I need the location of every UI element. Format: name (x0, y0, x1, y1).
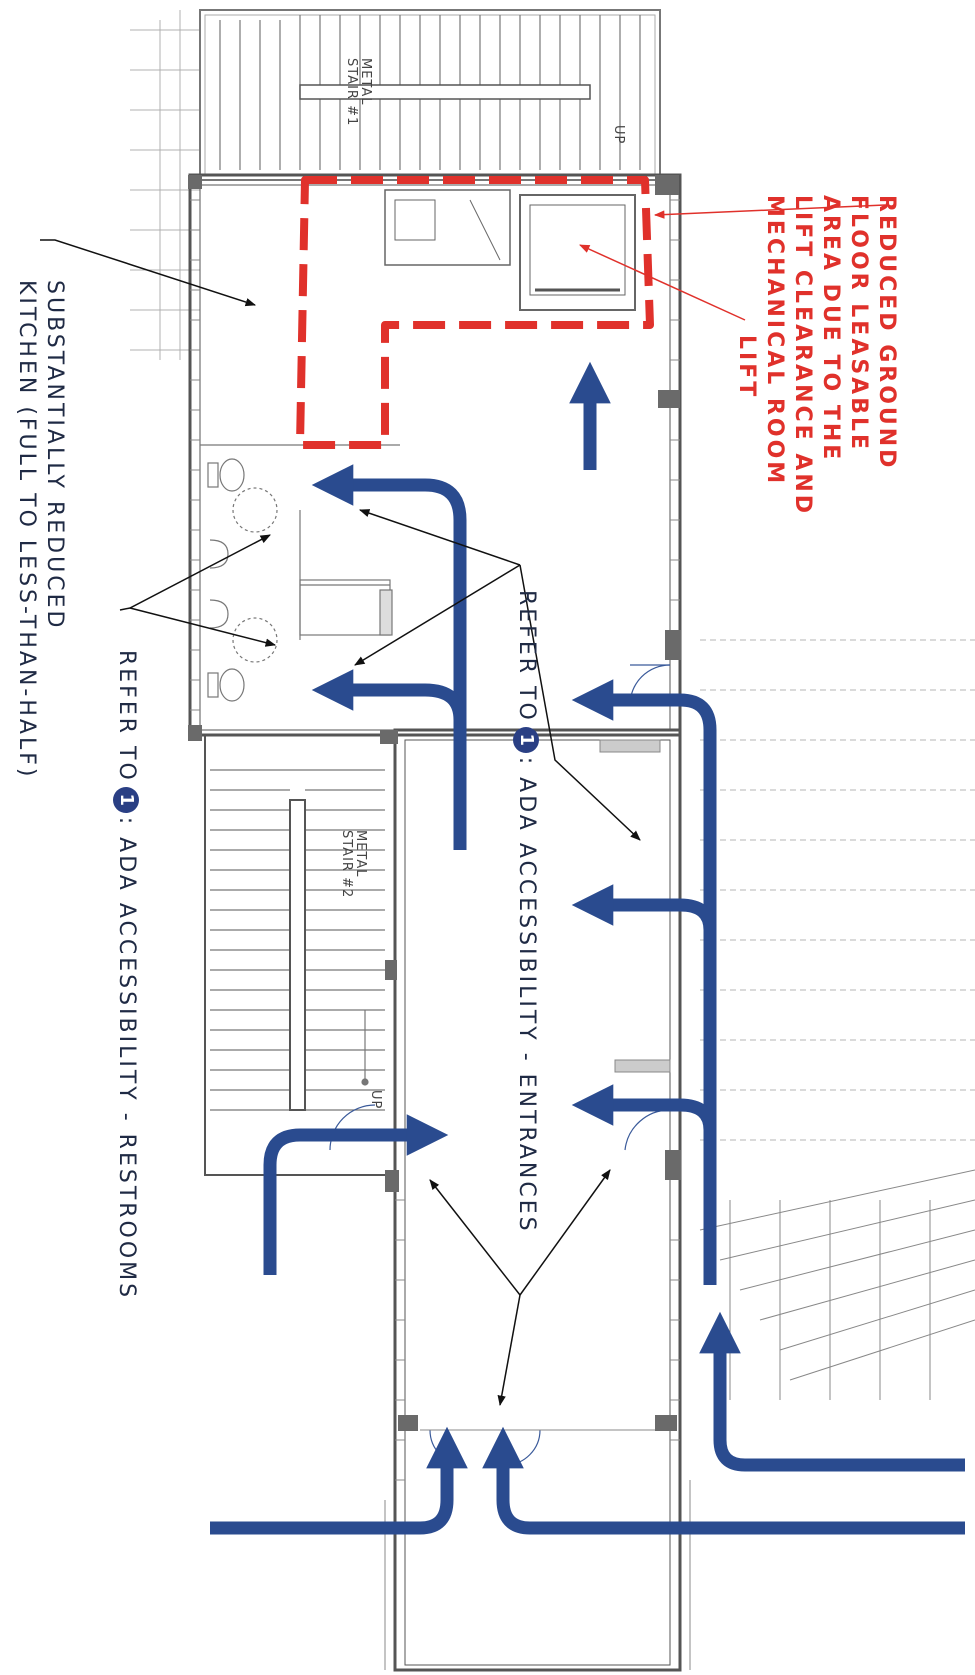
entrance-leader-5 (519, 1169, 611, 1296)
route-front-left (210, 1426, 468, 1535)
restrooms-refer-text: REFER TO (114, 650, 139, 783)
entrances-refer-text: REFER TO (514, 590, 539, 723)
red-leader-lines (579, 204, 886, 321)
entrance-leader-2 (354, 564, 521, 666)
restrooms-callout: REFER TO 1 : ADA ACCESSIBILITY - RESTROOMS (112, 650, 140, 1300)
entrances-ref-title: : ADA ACCESSIBILITY - ENTRANCES (514, 756, 539, 1234)
stair-1-up-label: UP (611, 125, 626, 145)
route-east-entry (571, 679, 717, 1285)
stair-2-line-2: STAIR #2 (339, 830, 354, 899)
route-main-corridor (311, 464, 467, 850)
stair-1-line-1: METAL (358, 58, 373, 106)
stair-2-up-label: UP (368, 1090, 383, 1110)
stair-2-label: METAL STAIR #2 (339, 830, 368, 899)
kitchen-line-2: KITCHEN (FULL TO LESS-THAN-HALF) (14, 280, 39, 780)
restroom-leader-2 (129, 607, 277, 647)
wall-hatching (190, 199, 680, 1481)
stair-1-label: METAL STAIR #1 (344, 58, 373, 127)
leader-lines (40, 239, 641, 1407)
entry-vestibule (384, 739, 691, 1670)
entrance-leader-6 (497, 1294, 521, 1407)
restroom-leader-1 (119, 534, 271, 611)
reduced-area-line-5: MECHANICAL ROOM (762, 195, 787, 487)
exterior-paving-right (700, 639, 975, 1141)
entrances-callout: REFER TO 1 : ADA ACCESSIBILITY - ENTRANCES (512, 590, 540, 1234)
lift-callout: LIFT (732, 335, 760, 399)
route-front-right (482, 1426, 965, 1535)
entrance-leader-3 (519, 564, 641, 841)
exterior-paving-left (130, 10, 200, 360)
reduced-area-line-2: FLOOR LEASABLE (846, 195, 871, 453)
entrances-ref-badge: 1 (513, 726, 539, 753)
route-east-door-2 (571, 884, 717, 931)
reduced-area-leader (653, 204, 886, 219)
reduced-area-highlight (296, 176, 654, 449)
kitchen-leader (40, 239, 256, 307)
route-stair2-door (263, 1114, 449, 1275)
restroom-block (200, 444, 400, 702)
reduced-area-line-4: LIFT CLEARANCE AND (790, 195, 815, 517)
accessible-routes (210, 361, 965, 1535)
entrance-leader-4 (429, 1179, 521, 1296)
restrooms-ref-badge: 1 (113, 786, 139, 813)
kitchen-line-1: SUBSTANTIALLY REDUCED (42, 280, 67, 631)
kitchen-callout: SUBSTANTIALLY REDUCED KITCHEN (FULL TO L… (12, 280, 68, 779)
stair-2-line-1: METAL (353, 830, 368, 878)
route-restroom-2 (311, 669, 467, 721)
route-east-door-3 (571, 1084, 717, 1131)
reduced-area-line-3: AREA DUE TO THE (818, 195, 843, 463)
stair-1-block (199, 9, 661, 181)
stair-2-block (210, 769, 385, 1111)
building-walls (188, 173, 682, 1672)
lift-label: LIFT (734, 335, 759, 400)
lift-mechanical-room (384, 189, 636, 311)
route-side-ramp (699, 1311, 965, 1472)
lift-leader (579, 244, 746, 321)
stair-1-line-2: STAIR #1 (344, 58, 359, 127)
restrooms-ref-title: : ADA ACCESSIBILITY - RESTROOMS (114, 816, 139, 1301)
entrance-leader-1 (359, 509, 521, 566)
reduced-area-callout: REDUCED GROUND FLOOR LEASABLE AREA DUE T… (760, 195, 900, 516)
exterior-steps-right (699, 1169, 975, 1400)
structural-columns (188, 175, 681, 1431)
reduced-area-line-1: REDUCED GROUND (874, 195, 899, 471)
